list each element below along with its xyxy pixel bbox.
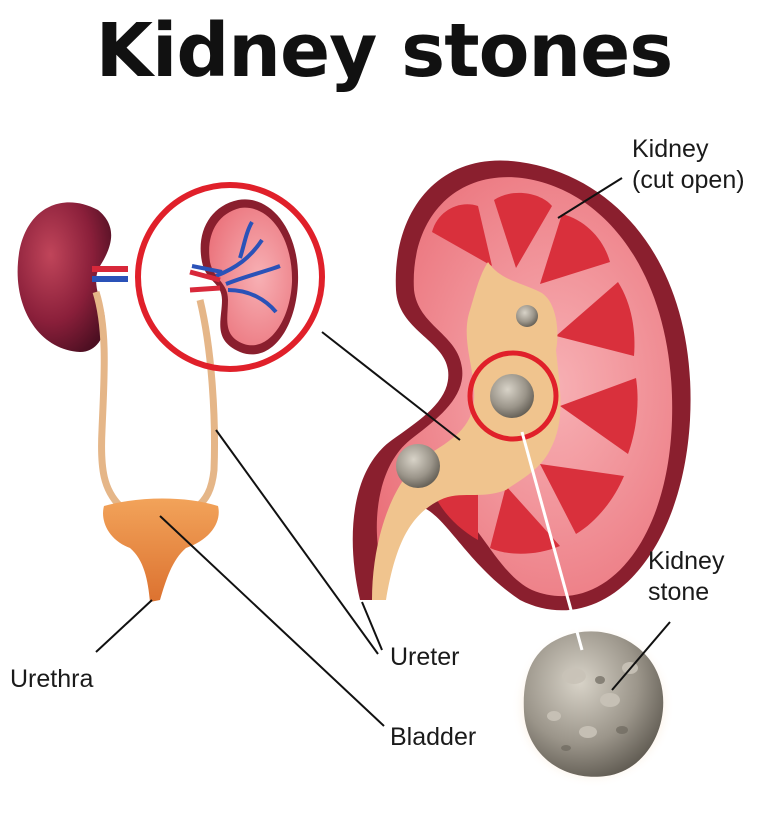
- stone-connector-line: [520, 431, 584, 651]
- stone-label-line1: Kidney: [648, 547, 725, 575]
- stone-leader: [611, 621, 671, 691]
- stone-label: Kidney stone: [648, 546, 724, 608]
- right-ureter: [193, 299, 218, 511]
- kidney-label: Kidney (cut open): [632, 134, 745, 196]
- bladder-label: Bladder: [390, 723, 477, 751]
- ureter-leader-small: [215, 429, 379, 655]
- urethra-leader: [95, 599, 153, 653]
- kidney-label-line2: (cut open): [632, 166, 745, 194]
- leader-lines: [95, 177, 671, 727]
- small-highlight-ring: [135, 182, 325, 372]
- stone-highlight-ring: [467, 350, 559, 442]
- urethra-label: Urethra: [10, 665, 94, 693]
- large-kidney-stone: [511, 624, 675, 788]
- ureter-leader-big: [361, 601, 383, 651]
- stone-label-line2: stone: [648, 578, 710, 606]
- big-cut-kidney: [352, 160, 691, 611]
- small-cut-kidney: [189, 199, 299, 355]
- left-kidney: [17, 202, 128, 352]
- ring-to-kidney-leader: [321, 331, 461, 441]
- page-title: Kidney stones: [95, 8, 674, 94]
- bladder: [103, 498, 219, 602]
- bladder-leader: [159, 515, 385, 727]
- ureter-label: Ureter: [390, 643, 460, 671]
- kidney-leader: [557, 177, 623, 219]
- left-ureter: [92, 290, 123, 509]
- kidney-label-line1: Kidney: [632, 135, 709, 163]
